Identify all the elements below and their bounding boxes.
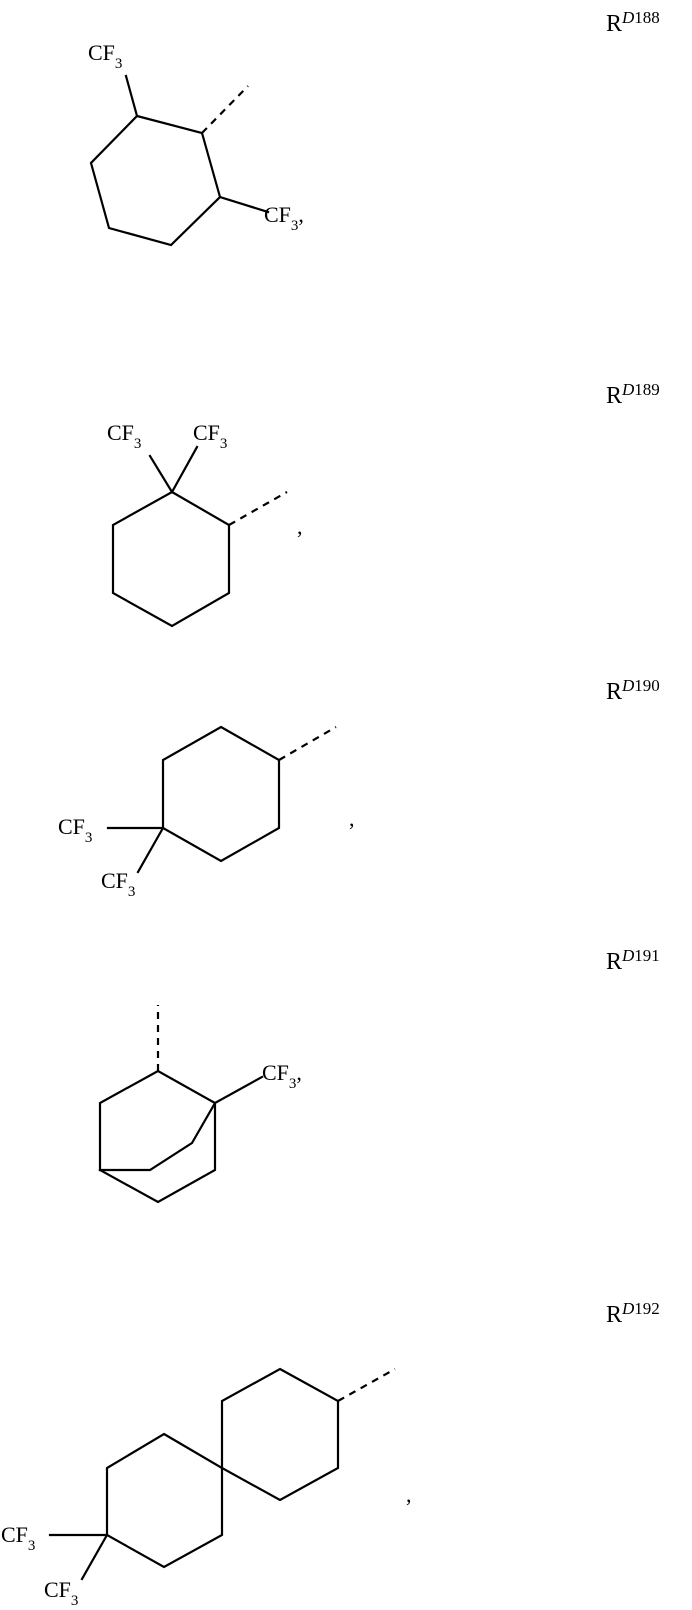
svg-text:,: , (297, 514, 303, 539)
svg-text:CF3: CF3 (44, 1577, 78, 1609)
svg-text:CF3,: CF3, (262, 1060, 302, 1092)
structure-rd189: CF3 CF3 , (107, 420, 303, 628)
svg-text:CF3: CF3 (1, 1522, 35, 1554)
structure-rd192: CF3 CF3 , (1, 1367, 412, 1609)
structure-rd188: CF3 CF3, (88, 40, 304, 247)
label-rd190: RD190 (606, 676, 660, 705)
svg-text:CF3: CF3 (193, 420, 227, 452)
svg-text:CF3: CF3 (107, 420, 141, 452)
label-rd189: RD189 (606, 380, 660, 409)
svg-text:CF3: CF3 (58, 814, 92, 846)
structure-rd191: CF3, (98, 1005, 302, 1204)
svg-text:,: , (349, 806, 355, 831)
label-rd188: RD188 (606, 8, 660, 37)
label-rd192: RD192 (606, 1299, 660, 1328)
structure-rd190: CF3 CF3 , (58, 725, 355, 900)
label-rd191: RD191 (606, 946, 660, 975)
svg-text:,: , (406, 1482, 412, 1507)
svg-text:CF3: CF3 (101, 868, 135, 900)
svg-text:CF3: CF3 (88, 40, 122, 72)
svg-text:CF3,: CF3, (264, 202, 304, 234)
